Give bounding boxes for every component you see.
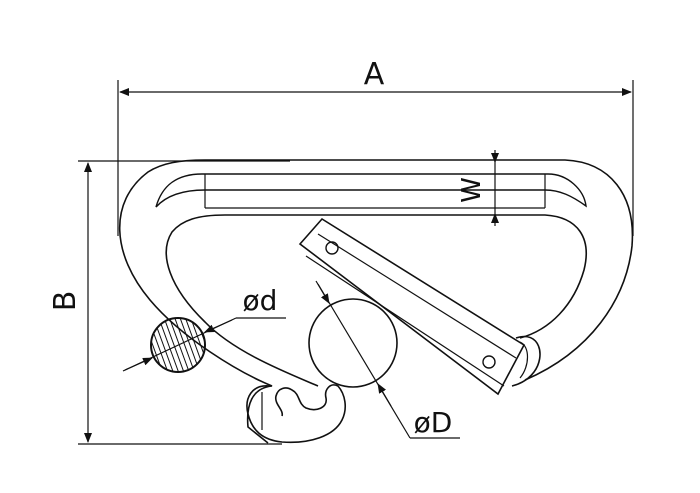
gate-pivot-cap: [511, 335, 541, 387]
label-b: B: [48, 291, 83, 312]
label-a: A: [364, 57, 385, 92]
gate-rivet-bottom: [482, 355, 496, 369]
dimension-a: A: [117, 57, 634, 236]
leader-line-d-large: [317, 283, 411, 439]
gate: [298, 217, 526, 396]
gate-outline: [298, 217, 526, 396]
body-outer-contour: [118, 159, 634, 444]
nose-hook: [246, 384, 347, 444]
label-w: W: [457, 177, 487, 203]
label-d-large: øD: [414, 406, 453, 439]
carabiner-body: [118, 159, 634, 444]
d-large-arrow-bottom: [377, 383, 392, 407]
d-small-arrow-left: [124, 357, 153, 371]
gate-opening-circle: [308, 298, 398, 388]
gate-top-edge: [317, 233, 517, 359]
dimension-w: W: [457, 150, 499, 226]
dimension-d-large: øD: [315, 280, 460, 439]
gate-inner-edge: [305, 255, 505, 387]
dimension-d-small: ød: [122, 284, 286, 372]
d-large-arrow-top: [315, 280, 330, 304]
d-small-arrow-right: [204, 319, 233, 333]
body-inner-contour: [165, 214, 587, 387]
gate-pivot-cap-inner: [519, 341, 529, 379]
gate-rivet-top: [325, 241, 339, 255]
body-spine-slot: [155, 173, 587, 208]
dimension-b: B: [48, 160, 290, 445]
label-d-small: ød: [243, 284, 278, 317]
